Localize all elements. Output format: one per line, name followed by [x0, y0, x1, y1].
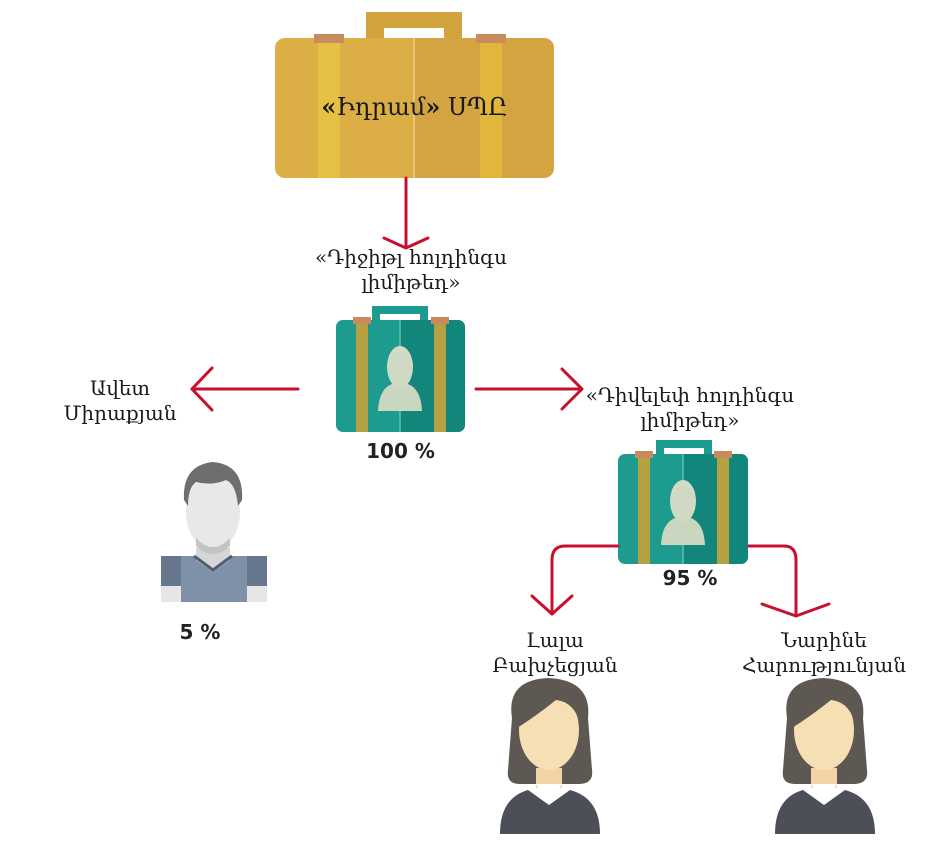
- company-title: «Իդրամ» ՍՊԸ: [275, 92, 554, 121]
- company-name: Իդրամ: [336, 93, 426, 121]
- arrow-holding2-to-narine: [747, 544, 831, 618]
- company-quote-open: «: [321, 92, 337, 121]
- holding1-name: «Դիջիթլ հոլդինգս լիմիթեդ»: [286, 245, 536, 295]
- narine-name-line2: Հարությունյան: [741, 653, 907, 677]
- aven-share: 5 %: [179, 620, 221, 644]
- lala-name-line1: Լալա: [526, 628, 584, 652]
- holding1-share: 100 %: [366, 439, 435, 463]
- holding1-name-line2: լիմիթեդ»: [361, 270, 461, 294]
- narine-name-line1: Նարինե: [781, 628, 867, 652]
- holding2-share: 95 %: [662, 566, 718, 590]
- holding2-name-line1: «Դիվելեփ հոլդինգս: [585, 383, 795, 407]
- company-quote-close: »: [425, 92, 441, 121]
- company-suffix: ՍՊԸ: [440, 93, 508, 121]
- lala-name: Լալա Բախչեցյան: [470, 628, 640, 678]
- woman-avatar-narine-icon: [775, 678, 875, 834]
- holding2-name: «Դիվելեփ հոլդինգս լիմիթեդ»: [560, 383, 820, 433]
- aven-name-line2: Միրաքյան: [63, 401, 177, 425]
- lala-name-line2: Բախչեցյան: [492, 653, 618, 677]
- woman-avatar-lala-icon: [500, 678, 600, 834]
- arrow-holding1-to-holding2: [474, 367, 584, 411]
- company-briefcase-icon: [275, 12, 554, 178]
- man-avatar-icon: [161, 462, 267, 602]
- narine-name: Նարինե Հարությունյան: [718, 628, 930, 678]
- holding2-briefcase-icon: [618, 440, 748, 564]
- aven-name-line1: Ավետ: [90, 376, 150, 400]
- aven-name: Ավետ Միրաքյան: [40, 376, 200, 426]
- holding1-briefcase-icon: [336, 306, 465, 432]
- arrow-company-to-holding1: [382, 176, 430, 250]
- arrow-holding2-to-lala: [530, 544, 620, 616]
- holding1-name-line1: «Դիջիթլ հոլդինգս: [315, 245, 507, 269]
- holding2-name-line2: լիմիթեդ»: [640, 408, 740, 432]
- arrow-holding1-to-aven: [190, 366, 300, 412]
